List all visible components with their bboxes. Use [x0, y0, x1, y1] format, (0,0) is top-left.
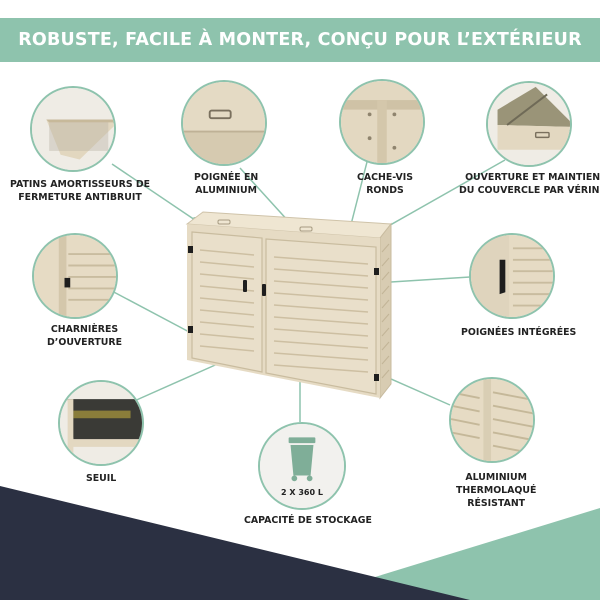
- right-door-handle: [262, 284, 266, 296]
- label-cache-vis: CACHE-VIS RONDS: [357, 172, 413, 196]
- label-verins: OUVERTURE ET MAINTIEN DU COUVERCLE PAR V…: [459, 172, 600, 196]
- hinge-top-right: [374, 268, 379, 275]
- detail-verins: [486, 81, 572, 167]
- connector-verins: [377, 159, 506, 233]
- label-poignees-integrees: POIGNÉES INTÉGRÉES: [461, 327, 577, 338]
- lid-handle-right: [299, 226, 313, 232]
- connector-charnieres: [109, 289, 194, 335]
- left-door-handle: [243, 280, 247, 292]
- label-aluminium: ALUMINIUM THERMOLAQUÉ RÉSISTANT: [456, 472, 537, 509]
- connector-seuil: [131, 361, 223, 403]
- detail-poignee: [181, 80, 267, 166]
- detail-patins: [30, 86, 116, 172]
- detail-cache-vis: [339, 79, 425, 165]
- banner-title: ROBUSTE, FACILE À MONTER, CONÇU POUR L’E…: [18, 30, 582, 50]
- navy-wedge: [0, 486, 470, 600]
- label-seuil: SEUIL: [86, 473, 117, 484]
- hinge-bottom-right: [374, 374, 379, 381]
- hinge-top-left: [188, 246, 193, 253]
- banner: ROBUSTE, FACILE À MONTER, CONÇU POUR L’E…: [0, 18, 600, 62]
- label-patins: PATINS AMORTISSEURS DE FERMETURE ANTIBRU…: [10, 179, 151, 203]
- label-poignee: POIGNÉE EN ALUMINIUM: [194, 172, 259, 196]
- detail-charnieres: [32, 233, 118, 319]
- label-capacite: CAPACITÉ DE STOCKAGE: [244, 515, 372, 526]
- left-door: [191, 231, 263, 373]
- detail-poignees-integrees: [469, 233, 555, 319]
- right-door: [265, 238, 377, 395]
- detail-aluminium: [449, 377, 535, 463]
- detail-seuil: [58, 380, 144, 466]
- right-door-louvers: [273, 256, 369, 373]
- detail-capacite: 2 X 360 L: [258, 422, 346, 510]
- wheelie-bin-icon: [288, 437, 316, 482]
- capacity-badge: 2 X 360 L: [281, 488, 323, 497]
- left-door-louvers: [199, 249, 255, 352]
- connector-patins: [111, 163, 196, 221]
- cabinet-side: [379, 222, 392, 400]
- hinge-bottom-left: [188, 326, 193, 333]
- lid-handle-left: [217, 219, 231, 225]
- label-charnieres: CHARNIÈRES D’OUVERTURE: [47, 324, 123, 348]
